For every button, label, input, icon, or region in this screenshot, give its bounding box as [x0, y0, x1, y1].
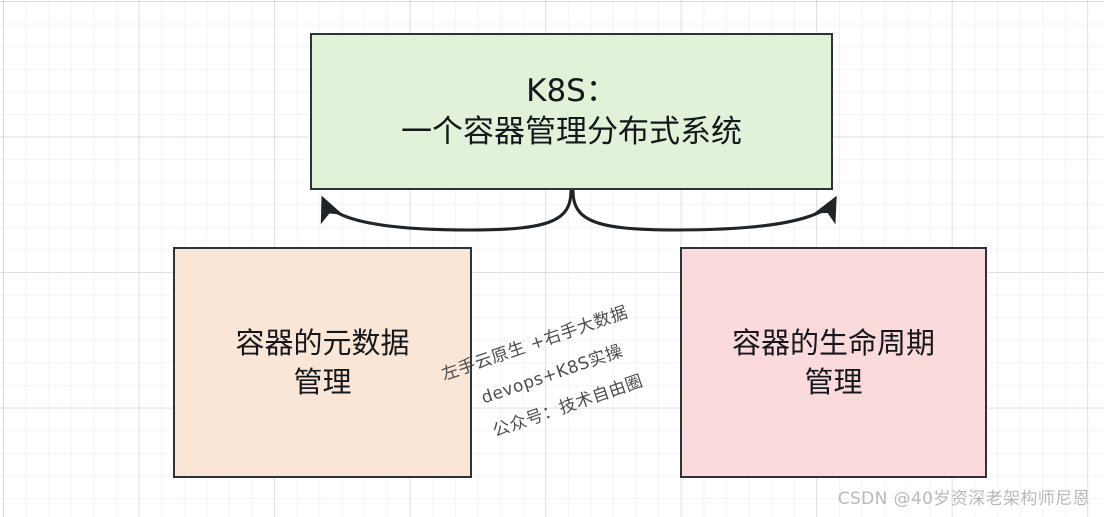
- node-container-lifecycle[interactable]: 容器的生命周期 管理: [680, 247, 987, 478]
- center-watermark-line-2: devops+K8S实操: [478, 341, 626, 409]
- node-container-lifecycle-label: 容器的生命周期 管理: [731, 326, 935, 399]
- node-container-metadata[interactable]: 容器的元数据 管理: [173, 247, 472, 478]
- csdn-watermark: CSDN @40岁资深老架构师尼恩: [837, 489, 1090, 509]
- center-watermark-line-3: 公众号：技术自由圈: [490, 370, 646, 442]
- edge-root-to-metadata: [320, 189, 573, 232]
- node-container-metadata-label: 容器的元数据 管理: [235, 326, 410, 399]
- node-k8s-root[interactable]: K8S： 一个容器管理分布式系统: [310, 33, 833, 190]
- node-k8s-root-label: K8S： 一个容器管理分布式系统: [401, 72, 742, 150]
- edge-root-to-lifecycle: [571, 189, 837, 232]
- center-watermark: 左手云原生 +右手大数据 devops+K8S实操 公众号：技术自由圈: [437, 285, 703, 502]
